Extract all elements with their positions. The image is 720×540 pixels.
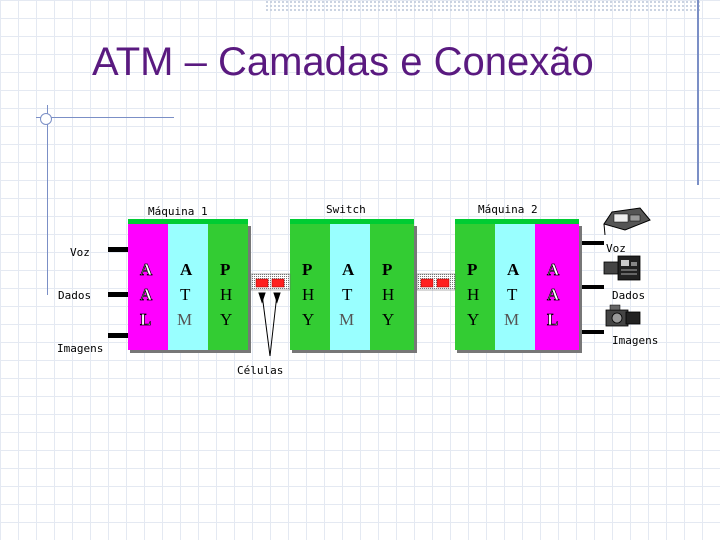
right-accent-line: [697, 0, 699, 185]
title-underline: [36, 117, 174, 118]
machine2-aal-letter-2: A: [547, 285, 560, 304]
input-voz-label: Voz: [70, 246, 90, 259]
left-inputs: Voz Dados Imagens: [57, 246, 128, 355]
switch-top-edge: [290, 219, 414, 224]
output-dados-label: Dados: [612, 289, 645, 302]
fax-icon: [603, 207, 651, 236]
machine1-shadow: [248, 226, 251, 352]
machine2-atm-letter-3: M: [504, 310, 519, 329]
switch-shadow: [414, 226, 417, 352]
link-machine1-switch: [250, 273, 291, 291]
left-accent-line: [47, 105, 48, 295]
cell-4: [436, 278, 450, 288]
corner-dot-pattern: [265, 0, 700, 12]
switch-atm-layer: [330, 224, 370, 350]
machine1-aal-letter-3: L: [140, 310, 151, 329]
output-imagens-label: Imagens: [612, 334, 658, 347]
machine2-atm-letter-2: T: [507, 285, 518, 304]
machine1-atm-layer: [168, 224, 208, 350]
switch-label: Switch: [326, 203, 366, 216]
machine2-shadow-bottom: [457, 350, 582, 353]
input-voz-line: [108, 247, 128, 252]
machine2-top-edge: [455, 219, 579, 224]
machine2-phy-letter-2: H: [467, 285, 479, 304]
output-voz-label: Voz: [606, 242, 626, 255]
input-dados-line: [108, 292, 128, 297]
telephone-icon: [603, 255, 641, 281]
machine1-atm-letter-2: T: [180, 285, 191, 304]
cells-label: Células: [237, 364, 283, 377]
switch-phy-layer-left: [290, 224, 330, 350]
machine2-aal-letter-1: A: [547, 260, 560, 279]
machine2-atm-layer: [495, 224, 535, 350]
switch-phy-left-letter-3: Y: [302, 310, 314, 329]
machine2-stack: P H Y A T M A A L: [455, 224, 582, 353]
machine1-label: Máquina 1: [148, 205, 208, 218]
switch-phy-right-letter-2: H: [382, 285, 394, 304]
right-outputs: Voz Dados Imagens: [582, 241, 658, 347]
switch-atm-letter-3: M: [339, 310, 354, 329]
machine2-label: Máquina 2: [478, 203, 538, 216]
link-switch-machine2: [416, 273, 456, 291]
cell-1: [255, 278, 269, 288]
output-voz-line: [582, 241, 604, 245]
switch-shadow-bottom: [292, 350, 417, 353]
cell-2: [271, 278, 285, 288]
machine1-phy-letter-1: P: [220, 260, 230, 279]
machine2-aal-letter-3: L: [547, 310, 558, 329]
switch-atm-letter-2: T: [342, 285, 353, 304]
output-dados-line: [582, 285, 604, 289]
machine2-phy-layer: [455, 224, 495, 350]
machine1-stack: A A L A T M P H Y: [128, 224, 251, 353]
switch-phy-left-letter-1: P: [302, 260, 312, 279]
input-dados-label: Dados: [58, 289, 91, 302]
machine1-aal-layer: [128, 224, 168, 350]
input-imagens-line: [108, 333, 128, 338]
cell-3: [420, 278, 434, 288]
switch-phy-right-letter-3: Y: [382, 310, 394, 329]
machine2-aal-layer: [535, 224, 579, 350]
machine1-aal-letter-2: A: [140, 285, 153, 304]
output-imagens-line: [582, 330, 604, 334]
slide-title: ATM – Camadas e Conexão: [92, 40, 594, 84]
switch-phy-right-letter-1: P: [382, 260, 392, 279]
accent-circle: [40, 113, 52, 125]
machine1-atm-letter-3: M: [177, 310, 192, 329]
machine1-aal-letter-1: A: [140, 260, 153, 279]
switch-atm-letter-1: A: [342, 260, 355, 279]
machine1-phy-layer: [208, 224, 248, 350]
machine2-atm-letter-1: A: [507, 260, 520, 279]
switch-stack: P H Y A T M P H Y: [290, 224, 417, 353]
switch-phy-left-letter-2: H: [302, 285, 314, 304]
machine1-top-edge: [128, 219, 248, 224]
machine1-shadow-bottom: [130, 350, 251, 353]
machine1-phy-letter-3: Y: [220, 310, 232, 329]
machine1-atm-letter-1: A: [180, 260, 193, 279]
machine2-phy-letter-3: Y: [467, 310, 479, 329]
machine1-phy-letter-2: H: [220, 285, 232, 304]
machine2-shadow: [579, 226, 582, 352]
switch-phy-layer-right: [370, 224, 414, 350]
machine2-phy-letter-1: P: [467, 260, 477, 279]
cells-pointer: [258, 292, 281, 357]
video-camera-icon: [605, 304, 641, 327]
input-imagens-label: Imagens: [57, 342, 103, 355]
